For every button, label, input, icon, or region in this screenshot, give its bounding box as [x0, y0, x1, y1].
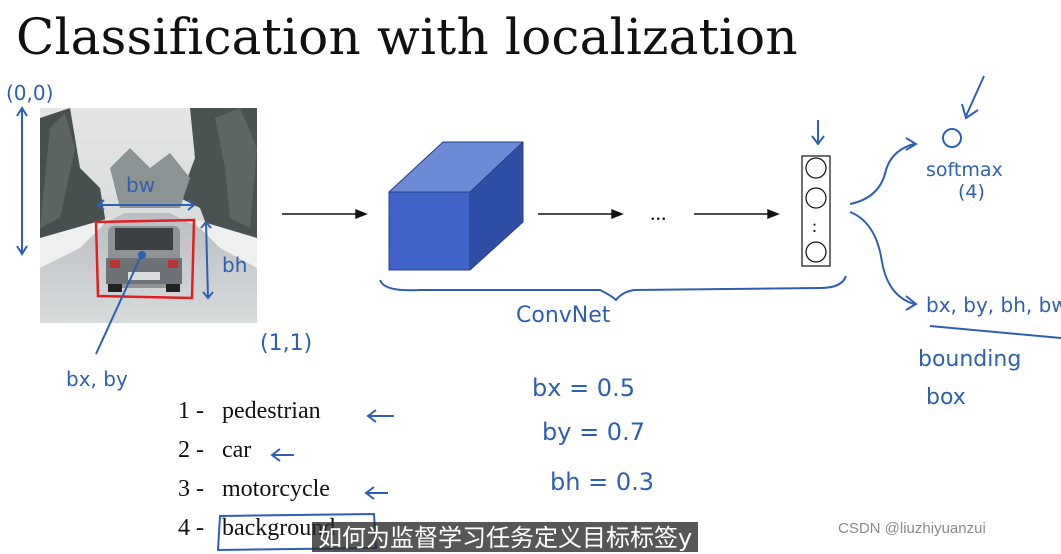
class-item-background: 4 -background — [178, 515, 335, 542]
class-number: 3 - — [178, 476, 204, 502]
bbox-underline — [929, 325, 1061, 339]
csdn-watermark: CSDN @liuzhiyuanzui — [838, 520, 986, 537]
box-label: box — [926, 385, 966, 410]
class-arrows — [270, 409, 394, 500]
hidden-arrow-1 — [538, 208, 624, 220]
class-number: 4 - — [178, 515, 204, 541]
ellipsis: ... — [650, 200, 667, 225]
hidden-arrow-2 — [694, 208, 780, 220]
convnet-brace — [379, 275, 847, 302]
softmax-label: softmax — [926, 159, 1003, 181]
bxby-label: bx, by — [66, 367, 128, 391]
red-bounding-box — [94, 218, 196, 300]
center-pointer-line — [95, 257, 141, 355]
video-subtitle: 如何为监督学习任务定义目标标签y — [312, 522, 699, 552]
class-number: 2 - — [178, 437, 204, 463]
softmax-branch-arrow — [849, 143, 915, 205]
class-number: 1 - — [178, 398, 204, 424]
bh-value: bh = 0.3 — [550, 468, 654, 496]
softmax-circle — [942, 128, 962, 148]
y-axis-arrow — [16, 106, 28, 256]
convnet-label: ConvNet — [516, 303, 611, 328]
bbox-vars-label: bx, by, bh, bw — [926, 293, 1061, 317]
class-label: pedestrian — [222, 398, 321, 424]
softmax-count: (4) — [958, 181, 985, 203]
slide-title: Classification with localization — [16, 8, 798, 66]
class-item-motorcycle: 3 - motorcycle — [178, 476, 330, 503]
class-label: motorcycle — [222, 476, 330, 502]
class-label: car — [222, 437, 252, 463]
by-value: by = 0.7 — [542, 418, 645, 446]
bh-label: bh — [222, 253, 247, 277]
class-item-pedestrian: 1 - pedestrian — [178, 398, 321, 425]
bh-arrow — [200, 220, 214, 300]
input-arrow — [282, 208, 368, 220]
bx-value: bx = 0.5 — [532, 374, 635, 402]
snowy-road-car-photo — [40, 108, 257, 323]
origin-label: (0,0) — [6, 81, 53, 105]
bounding-label: bounding — [918, 347, 1021, 372]
class-item-car: 2 - car — [178, 437, 251, 464]
softmax-pointer-arrow — [961, 75, 985, 120]
bw-arrow — [96, 199, 196, 211]
corner-label: (1,1) — [260, 331, 312, 356]
bbox-branch-arrow — [849, 211, 915, 305]
center-point — [138, 251, 146, 259]
bw-label: bw — [126, 173, 155, 197]
output-pointer-arrow — [811, 120, 825, 146]
neuron-dots: : — [812, 216, 817, 236]
output-layer — [801, 155, 831, 267]
convnet-cube — [388, 141, 524, 271]
